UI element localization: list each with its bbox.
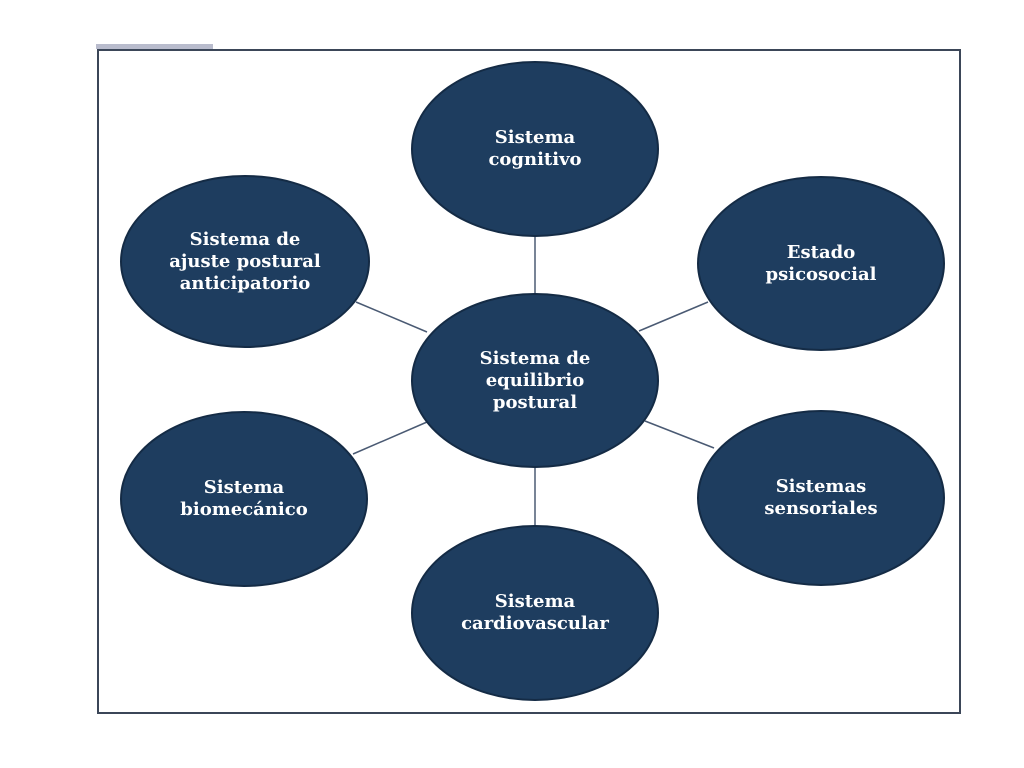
diagram-frame	[97, 49, 961, 714]
node-label-cognitivo: Sistema cognitivo	[488, 127, 582, 170]
connector-ajuste	[355, 301, 428, 333]
node-label-ajuste: Sistema de ajuste postural anticipatorio	[169, 228, 321, 294]
node-sistema-cardiovascular: Sistema cardiovascular	[411, 525, 659, 701]
connector-biomecanico	[352, 421, 428, 455]
node-label-psicosocial: Estado psicosocial	[765, 241, 877, 285]
node-sistema-cognitivo: Sistema cognitivo	[411, 61, 659, 237]
node-label-biomecanico: Sistema biomecánico	[180, 477, 308, 520]
node-sistema-equilibrio-postural: Sistema de equilibrio postural	[411, 293, 659, 468]
node-sistema-ajuste-postural: Sistema de ajuste postural anticipatorio	[120, 175, 370, 348]
node-label-cardiovascular: Sistema cardiovascular	[461, 591, 609, 634]
connector-psicosocial	[638, 301, 709, 332]
node-sistemas-sensoriales: Sistemas sensoriales	[697, 410, 945, 586]
node-label-sensoriales: Sistemas sensoriales	[764, 476, 878, 519]
node-estado-psicosocial: Estado psicosocial	[697, 176, 945, 351]
node-sistema-biomecanico: Sistema biomecánico	[120, 411, 368, 587]
connector-sensoriales	[644, 420, 715, 449]
accent-bar	[96, 44, 213, 49]
node-label-center: Sistema de equilibrio postural	[479, 347, 591, 413]
